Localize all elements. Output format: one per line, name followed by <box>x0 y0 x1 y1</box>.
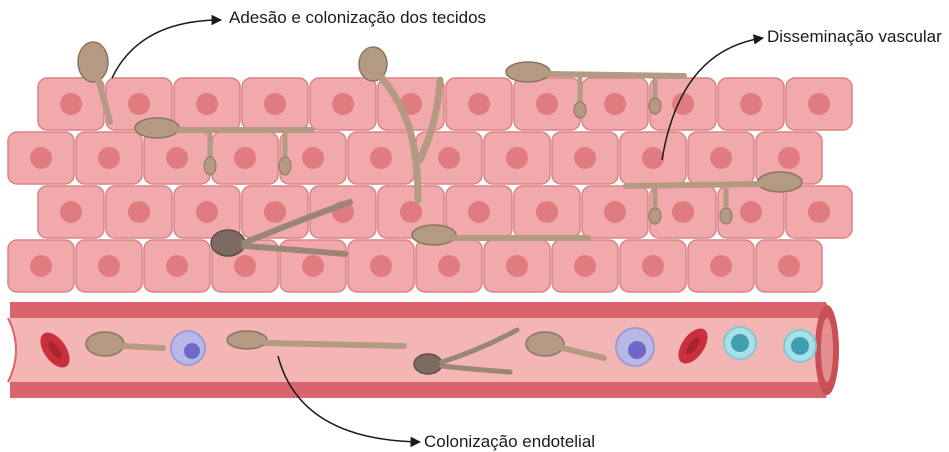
blood-vessel <box>8 302 839 398</box>
label-adhesion: Adesão e colonização dos tecidos <box>229 8 486 28</box>
cell-nucleus <box>60 93 82 115</box>
cell-nucleus <box>468 201 490 223</box>
cell-nucleus <box>234 255 256 277</box>
dark-yeast-cell <box>414 354 442 374</box>
leukocyte-nucleus <box>628 341 646 359</box>
cell-nucleus <box>604 201 626 223</box>
vessel-opening-inner <box>821 318 833 382</box>
label-endothelial: Colonização endotelial <box>424 432 595 452</box>
cell-nucleus <box>98 255 120 277</box>
label-dissemination: Disseminação vascular <box>767 27 942 47</box>
hypha-tip <box>279 157 291 175</box>
cell-nucleus <box>234 147 256 169</box>
blood-cell-cyan-center <box>791 337 809 355</box>
hypha <box>266 343 404 346</box>
cell-nucleus <box>370 147 392 169</box>
cell-nucleus <box>808 93 830 115</box>
yeast-cell <box>412 225 456 245</box>
cell-nucleus <box>166 255 188 277</box>
leukocyte-nucleus <box>184 343 200 359</box>
hypha-tip <box>204 157 216 175</box>
cell-nucleus <box>574 147 596 169</box>
cell-nucleus <box>604 93 626 115</box>
cell-nucleus <box>196 93 218 115</box>
cell-nucleus <box>196 201 218 223</box>
cell-nucleus <box>264 201 286 223</box>
cell-nucleus <box>370 255 392 277</box>
yeast-cell <box>78 42 108 82</box>
hypha <box>626 184 760 186</box>
cell-nucleus <box>808 201 830 223</box>
cell-nucleus <box>400 201 422 223</box>
cell-nucleus <box>710 255 732 277</box>
cell-nucleus <box>536 93 558 115</box>
cell-nucleus <box>740 201 762 223</box>
cell-nucleus <box>438 255 460 277</box>
hypha-tip <box>649 98 661 114</box>
cell-nucleus <box>166 147 188 169</box>
cell-nucleus <box>128 201 150 223</box>
cell-nucleus <box>506 147 528 169</box>
yeast-cell <box>526 332 564 356</box>
cell-nucleus <box>332 93 354 115</box>
cell-nucleus <box>128 93 150 115</box>
yeast-cell <box>758 172 802 192</box>
cell-nucleus <box>536 201 558 223</box>
cell-nucleus <box>438 147 460 169</box>
yeast-cell <box>506 62 550 82</box>
cell-nucleus <box>778 147 800 169</box>
cell-nucleus <box>30 255 52 277</box>
blood-cell-cyan-center <box>731 334 749 352</box>
cell-nucleus <box>302 255 324 277</box>
hypha-tip <box>720 208 732 224</box>
cell-nucleus <box>468 93 490 115</box>
germ-tube <box>122 346 163 348</box>
cell-nucleus <box>506 255 528 277</box>
hypha-tip <box>649 208 661 224</box>
cell-nucleus <box>574 255 596 277</box>
dark-yeast-cell <box>211 230 245 256</box>
cell-nucleus <box>302 147 324 169</box>
cell-nucleus <box>778 255 800 277</box>
cell-nucleus <box>98 147 120 169</box>
cell-nucleus <box>642 147 664 169</box>
yeast-cell <box>135 118 179 138</box>
cell-nucleus <box>30 147 52 169</box>
hypha-tip <box>574 102 586 118</box>
cell-nucleus <box>710 147 732 169</box>
cell-nucleus <box>264 93 286 115</box>
arrow-adhesion <box>112 20 221 78</box>
yeast-cell <box>86 332 124 356</box>
yeast-cell <box>227 331 267 349</box>
cell-nucleus <box>672 201 694 223</box>
hypha <box>548 74 684 76</box>
cell-nucleus <box>740 93 762 115</box>
cell-nucleus <box>642 255 664 277</box>
cell-nucleus <box>60 201 82 223</box>
